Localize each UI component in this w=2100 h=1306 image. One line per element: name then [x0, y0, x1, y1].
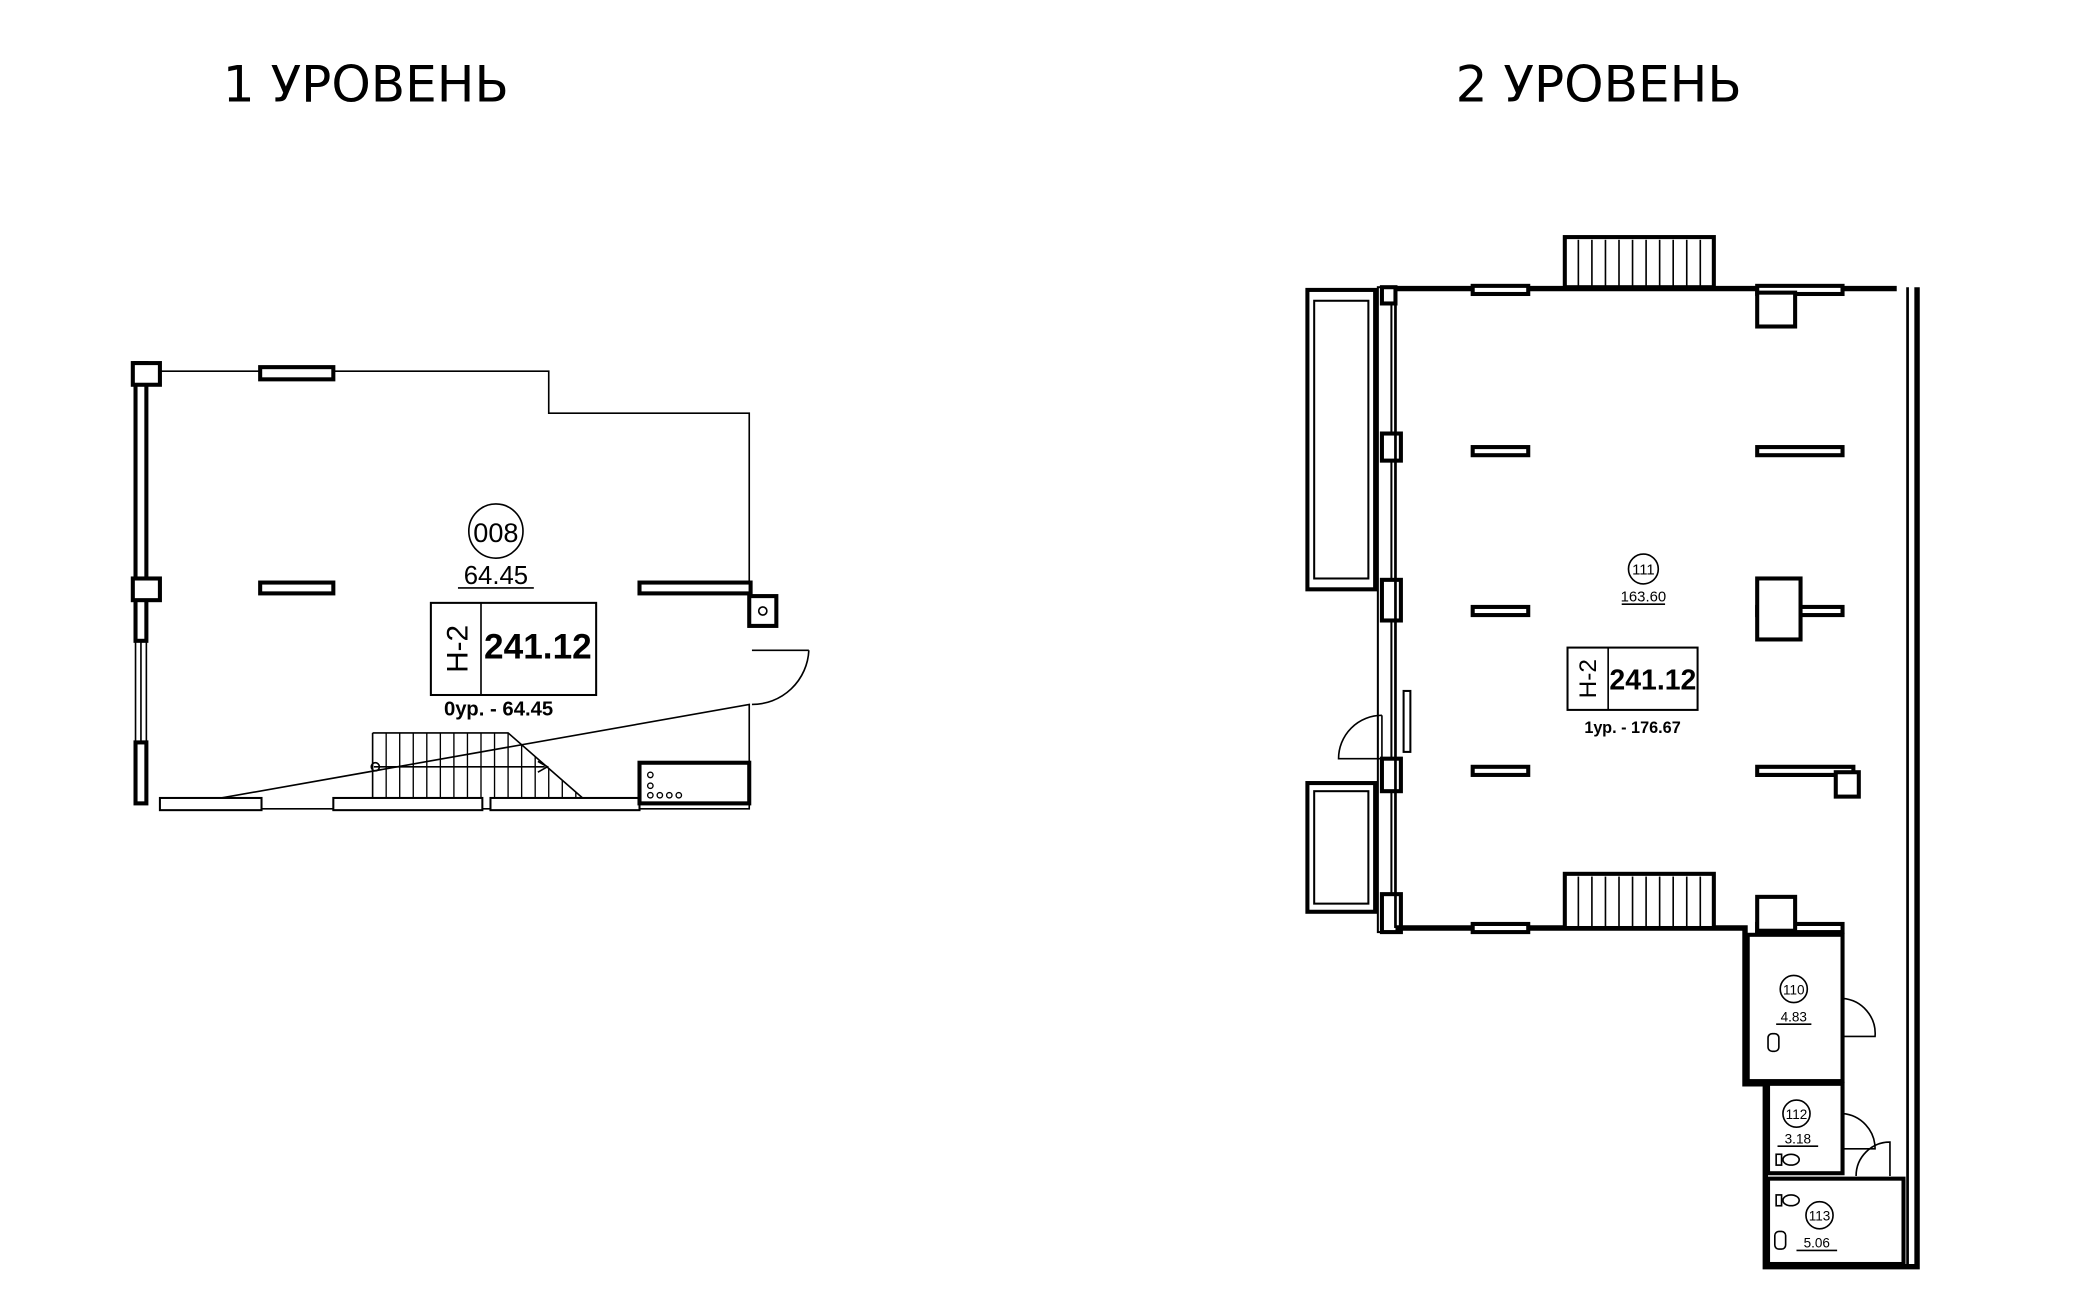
sink-icon	[1773, 1230, 1787, 1250]
room-area: 64.45	[464, 562, 528, 590]
unit-code: Н-2	[441, 625, 474, 673]
room-113-number: 113	[1809, 1209, 1831, 1224]
staircase-bottom	[1562, 871, 1716, 931]
level-area: 1ур. - 176.67	[1584, 719, 1680, 737]
column	[1470, 445, 1531, 458]
unit-box	[429, 601, 598, 697]
unit-total-area: 241.12	[484, 627, 592, 666]
room-number-circle	[467, 503, 524, 559]
level-1-title: 1 УРОВЕНЬ	[223, 55, 509, 114]
room-112-number: 112	[1786, 1107, 1808, 1122]
column	[1470, 604, 1531, 618]
unit-total-area: 241.12	[1609, 665, 1696, 697]
room-110-area: 4.83	[1781, 1009, 1807, 1024]
toilet-icon	[1775, 1194, 1801, 1207]
column	[637, 580, 753, 596]
staircase-top	[1562, 235, 1716, 290]
level-2-title: 2 УРОВЕНЬ	[1456, 55, 1742, 114]
door	[751, 649, 810, 706]
staircase	[370, 732, 584, 799]
room-area: 163.60	[1621, 590, 1667, 606]
unit-box	[1566, 646, 1699, 711]
room-113-area: 5.06	[1804, 1236, 1830, 1251]
entrance-door	[1337, 714, 1383, 760]
room-110-number: 110	[1783, 982, 1805, 997]
level-area: 0ур. - 64.45	[444, 698, 553, 720]
room-112-area: 3.18	[1785, 1131, 1811, 1146]
room-number: 008	[473, 517, 518, 548]
column	[1470, 764, 1531, 777]
unit-code: Н-2	[1575, 659, 1602, 698]
utility-shaft	[747, 594, 779, 628]
column	[258, 580, 336, 596]
column	[1755, 445, 1845, 458]
level-2-plan: 111 163.60 Н-2 241.12 1ур. - 176.67 110 …	[1305, 235, 1920, 1270]
level-1-plan: 008 64.45 Н-2 241.12 0ур. - 64.45	[130, 361, 810, 813]
sink-icon	[1767, 1032, 1780, 1053]
room-number: 111	[1632, 562, 1655, 578]
toilet-icon	[1775, 1153, 1801, 1166]
